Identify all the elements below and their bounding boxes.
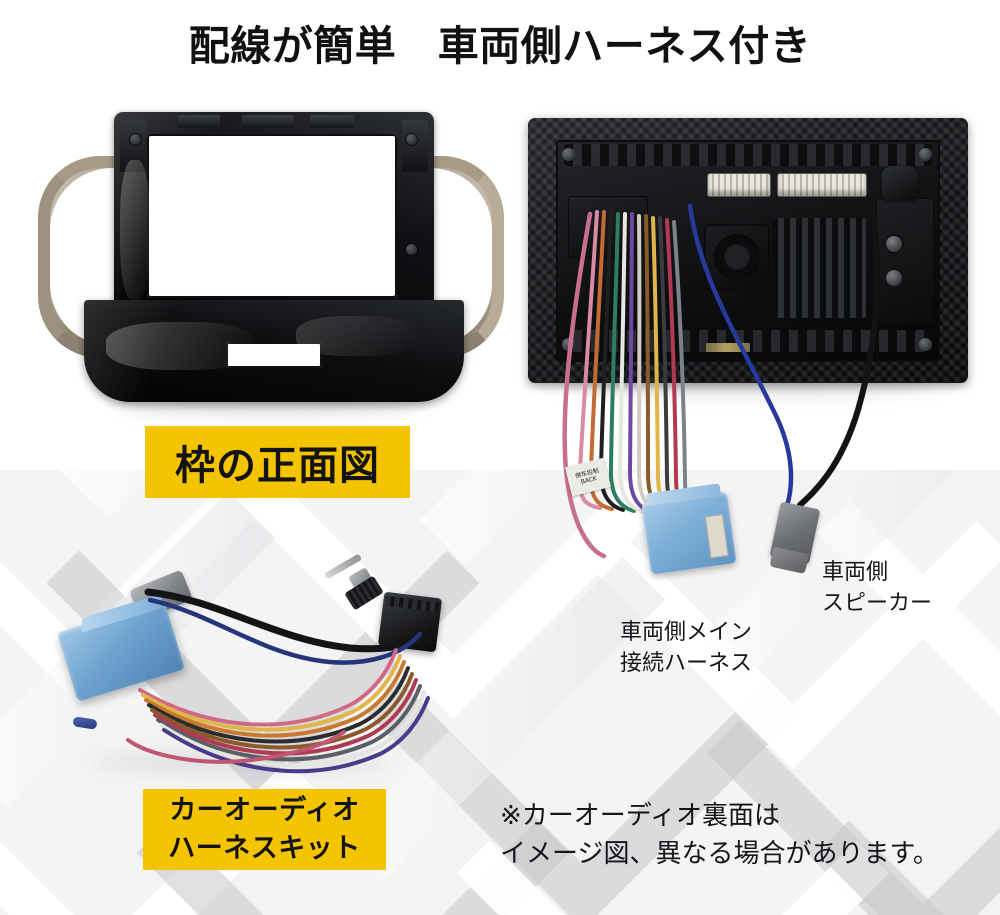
disclaimer-note: ※カーオーディオ裏面は イメージ図、異なる場合があります。 bbox=[500, 801, 939, 870]
frame-screw-boss bbox=[130, 134, 141, 145]
frame-gloss-highlight bbox=[120, 160, 150, 300]
caption-vehicle-main-harness: 車両側メイン 接続ハーネス bbox=[620, 620, 753, 677]
harness-blue-connector bbox=[56, 600, 186, 702]
head-unit-jack-upper bbox=[886, 236, 902, 252]
label-harness-kit: カーオーディオ ハーネスキット bbox=[143, 789, 386, 870]
caption-vehicle-speaker: 車両側 スピーカー bbox=[822, 560, 933, 617]
frame-lower-panel bbox=[84, 300, 464, 402]
head-unit-vent-row-top bbox=[564, 144, 932, 166]
head-unit-cooling-fan bbox=[704, 224, 770, 290]
label-frame-front-view: 枠の正面図 bbox=[145, 426, 410, 498]
frame-upper-plate bbox=[114, 112, 434, 324]
product-dash-frame bbox=[36, 108, 506, 408]
head-unit-chassis bbox=[556, 140, 940, 362]
head-unit-left-bay bbox=[568, 196, 648, 258]
product-head-unit-rear bbox=[528, 118, 968, 383]
head-unit-label-badge bbox=[706, 343, 750, 352]
frame-screw-boss bbox=[406, 134, 417, 145]
frame-clip-tab bbox=[178, 115, 220, 128]
harness-small-tag: 倒车 bbox=[189, 725, 221, 747]
head-unit-heatsink-fins bbox=[772, 218, 866, 318]
frame-screen-opening bbox=[147, 134, 397, 298]
connector-label-sticker bbox=[704, 514, 729, 559]
head-unit-jack-lower bbox=[886, 270, 902, 286]
frame-screw-boss bbox=[406, 244, 417, 255]
header-title: 配線が簡単 車両側ハーネス付き bbox=[188, 22, 812, 70]
head-unit-corner-screw bbox=[919, 148, 932, 161]
head-unit-white-connector-b bbox=[778, 174, 866, 196]
head-unit-corner-screw bbox=[562, 148, 575, 161]
frame-body bbox=[84, 112, 464, 402]
label-harness-kit-line1: カーオーディオ bbox=[169, 795, 360, 827]
frame-clip-tab bbox=[310, 115, 354, 128]
head-unit-antenna-plug bbox=[882, 166, 918, 200]
head-unit-right-panel bbox=[876, 198, 934, 324]
harness-black-connector bbox=[377, 591, 443, 653]
frame-clip-tab bbox=[242, 115, 294, 128]
frame-bracket-left bbox=[120, 120, 146, 172]
head-unit-corner-screw bbox=[562, 338, 575, 351]
label-harness-kit-line2: ハーネスキット bbox=[168, 832, 361, 864]
frame-lower-vent-slot bbox=[226, 342, 322, 368]
head-unit-corner-screw bbox=[919, 338, 932, 351]
product-harness-kit: 倒车 bbox=[55, 553, 475, 770]
head-unit-white-connector-a bbox=[708, 174, 770, 196]
harness-bullet-terminal bbox=[72, 716, 98, 730]
header: 配線が簡単 車両側ハーネス付き bbox=[0, 22, 1000, 71]
vehicle-main-blue-connector bbox=[641, 491, 737, 575]
frame-bracket-right bbox=[402, 120, 428, 172]
